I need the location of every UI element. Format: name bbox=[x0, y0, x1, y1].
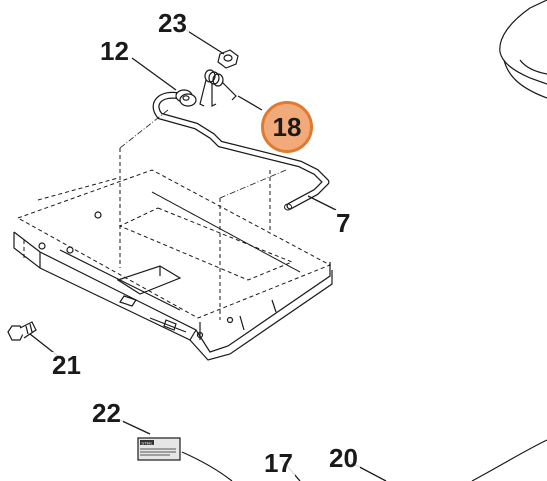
callout-18-highlighted: 18 bbox=[261, 101, 313, 153]
bushing-part-12 bbox=[175, 89, 197, 107]
callout-23: 23 bbox=[156, 8, 189, 38]
callout-22: 22 bbox=[90, 398, 123, 428]
callout-17: 17 bbox=[262, 448, 295, 478]
callout-12: 12 bbox=[98, 36, 131, 66]
decal-brand-text: STIHL bbox=[141, 440, 153, 445]
leader-lines bbox=[29, 29, 387, 481]
rod-part-7 bbox=[152, 91, 330, 211]
callout-7: 7 bbox=[334, 208, 353, 238]
frame-hidden-outline bbox=[16, 148, 332, 320]
bottom-partial-outlines bbox=[181, 439, 547, 481]
frame-bracket bbox=[13, 211, 333, 361]
seat-partial bbox=[499, 0, 547, 99]
nut-part-23 bbox=[217, 49, 239, 69]
bolt-part-21 bbox=[7, 321, 37, 341]
callout-20: 20 bbox=[327, 443, 360, 473]
alignment-lines bbox=[119, 109, 287, 199]
decal-part-22: STIHL bbox=[137, 437, 181, 461]
spring-part-18 bbox=[199, 69, 237, 107]
callout-21: 21 bbox=[50, 350, 83, 380]
